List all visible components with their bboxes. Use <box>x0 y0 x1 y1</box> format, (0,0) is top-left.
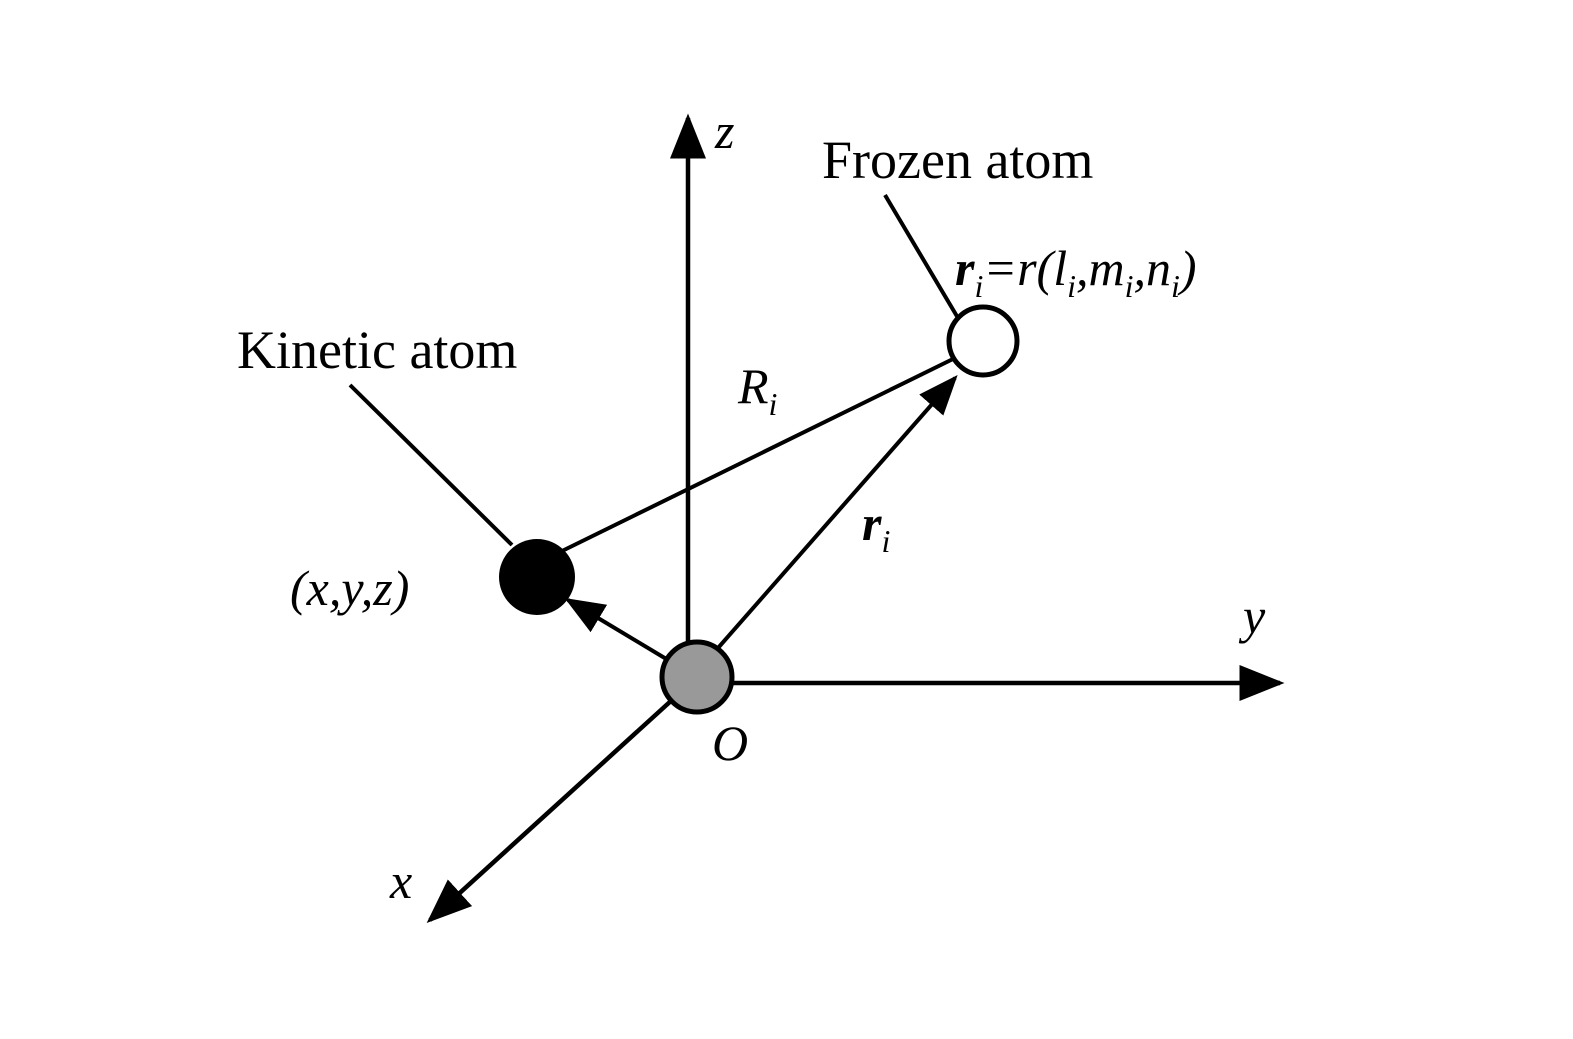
frozen-leader-line <box>883 193 960 320</box>
frozen-atom <box>946 304 1020 378</box>
kinetic-leader-line <box>348 383 514 547</box>
frozen-position-formula: ri=r(li,mi,ni) <box>955 240 1197 304</box>
r-label: ri <box>862 495 890 559</box>
x-axis-label: x <box>389 853 412 909</box>
kinetic-atom-label: Kinetic atom <box>237 320 517 380</box>
origin-label: O <box>712 715 748 771</box>
kinetic-coordinates: (x,y,z) <box>290 560 409 616</box>
frozen-atom-label: Frozen atom <box>822 130 1093 190</box>
z-axis-label: z <box>714 103 734 159</box>
R-label: Ri <box>737 358 777 422</box>
x-axis <box>426 698 674 924</box>
position-arrow <box>564 597 670 662</box>
r-vector-arrow <box>716 374 958 650</box>
origin-atom <box>659 639 735 715</box>
R-vector-line <box>559 356 956 554</box>
y-axis-label: y <box>1238 588 1266 644</box>
kinetic-atom <box>499 539 575 615</box>
